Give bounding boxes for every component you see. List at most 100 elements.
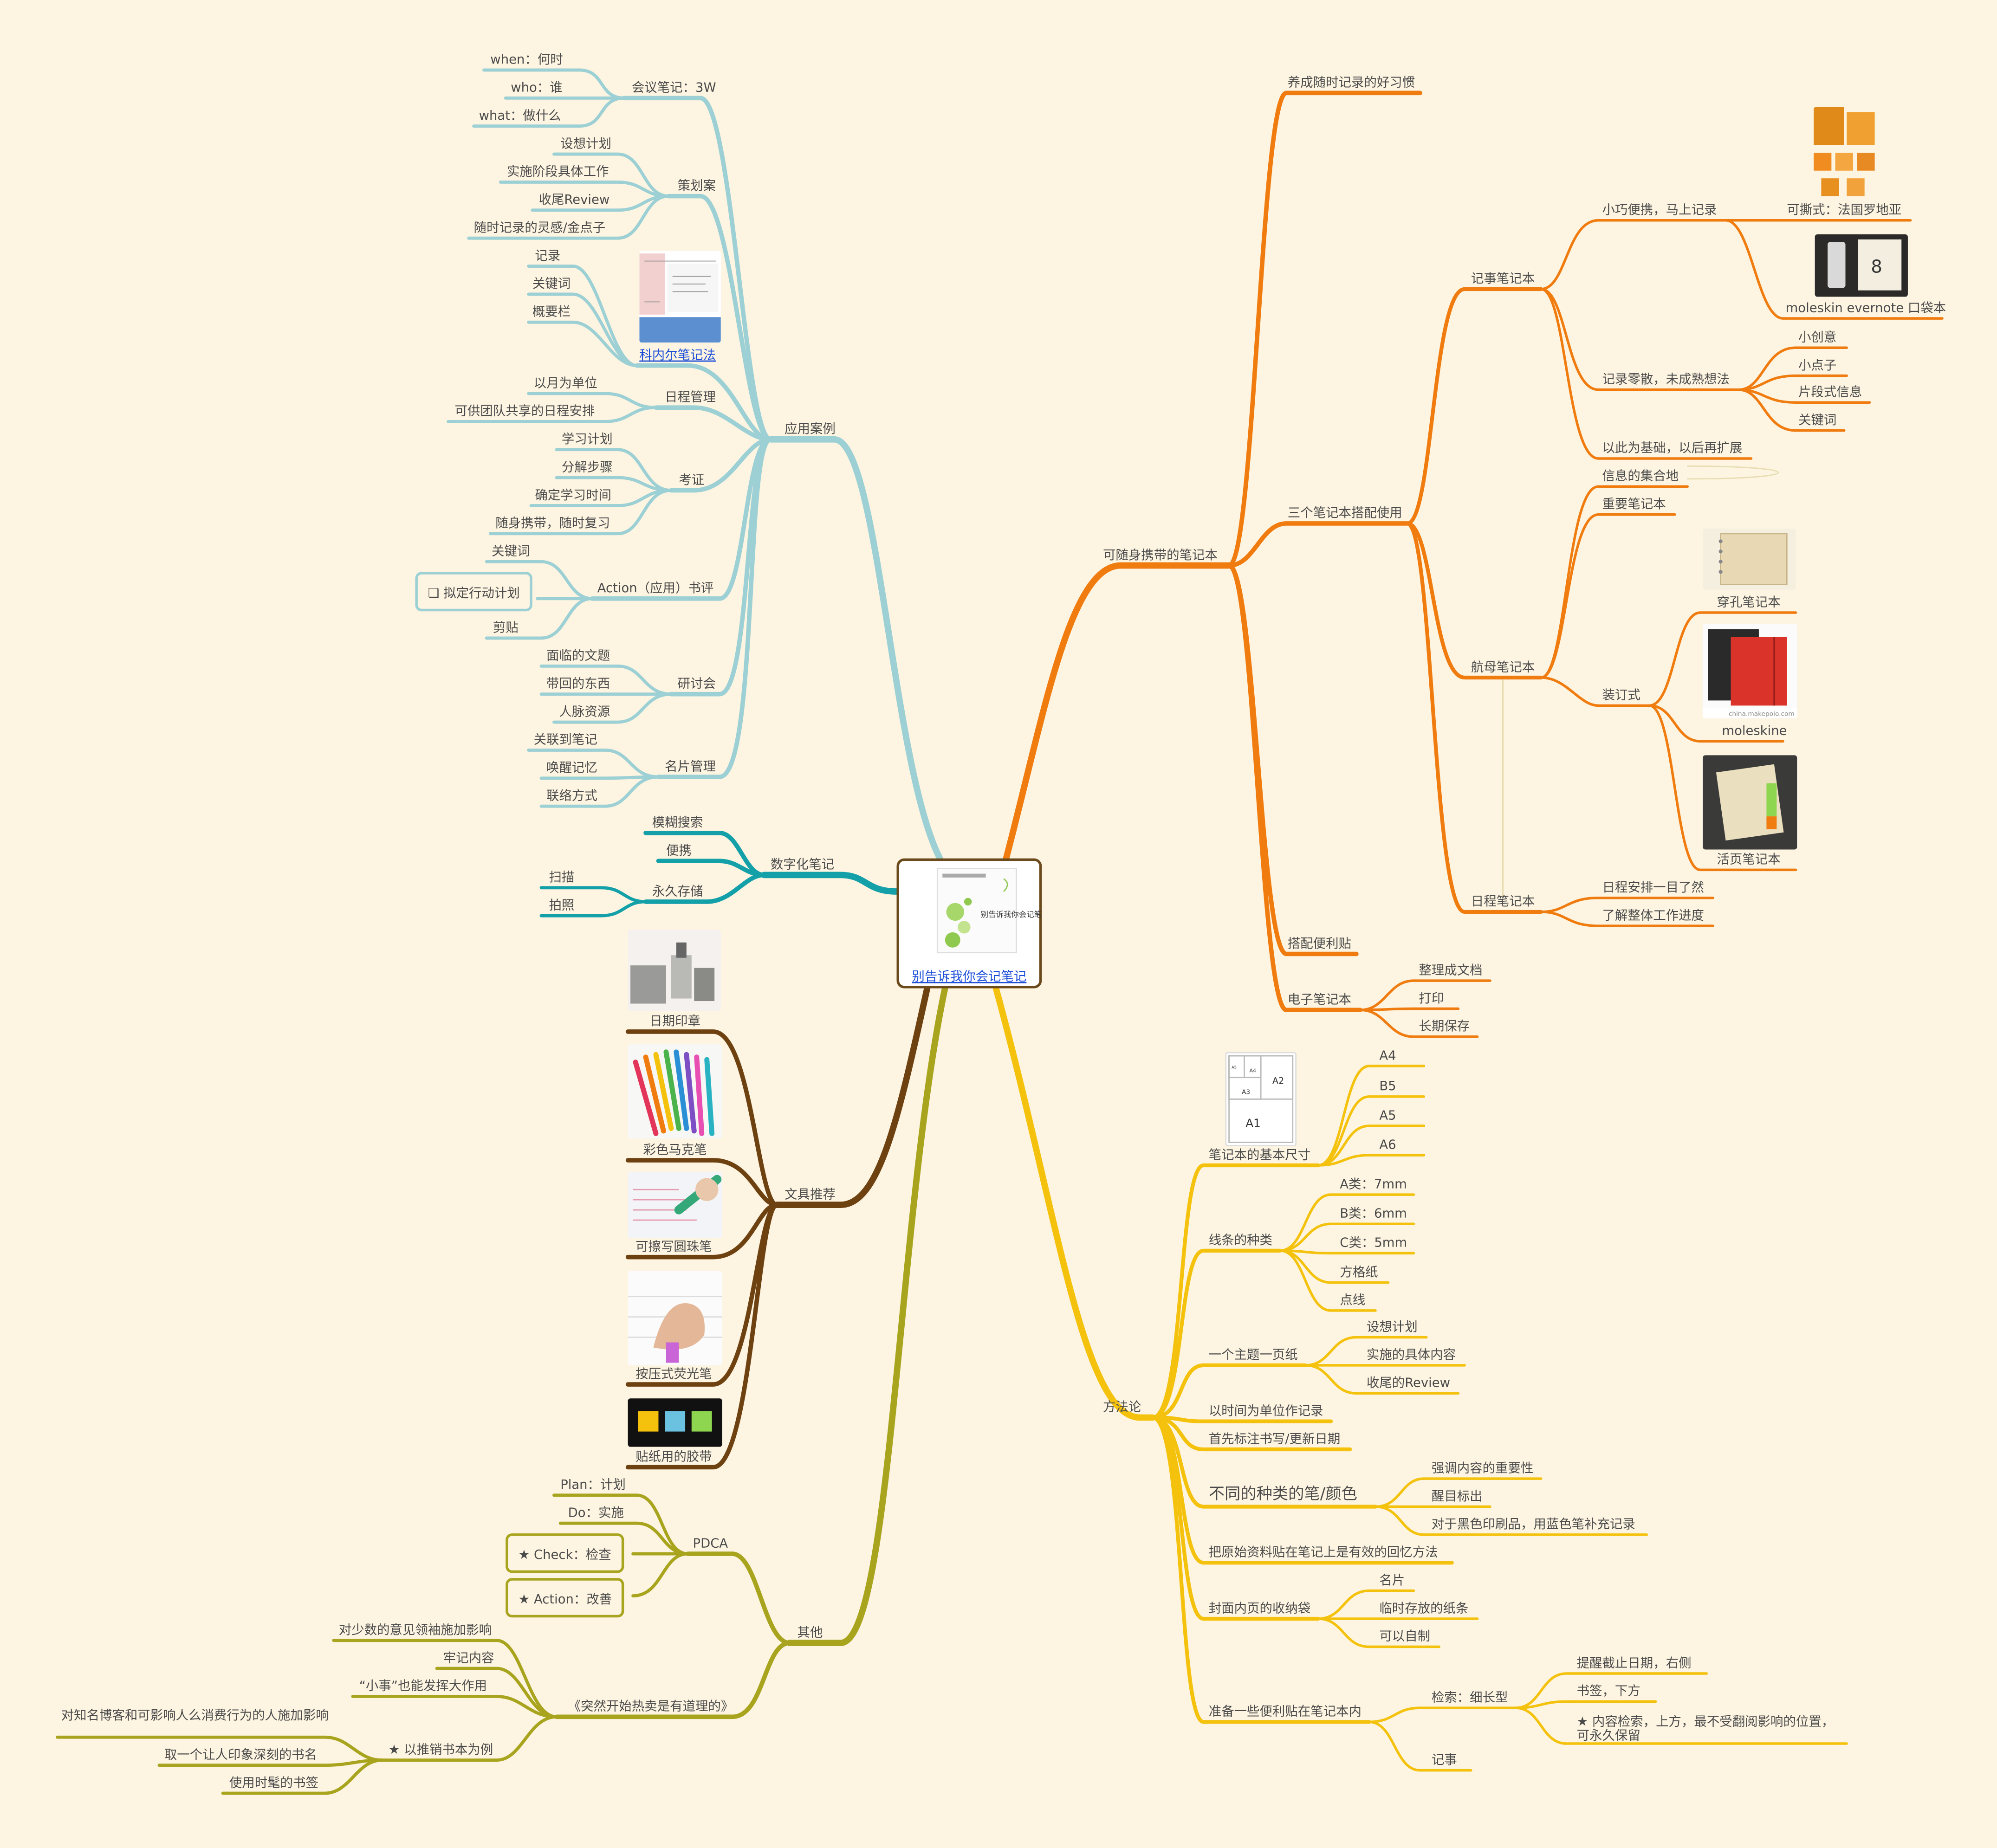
line-item: B类：6mm [1340, 1207, 1407, 1221]
pocket-item: 临时存放的纸条 [1379, 1602, 1469, 1616]
scattered-item: 关键词 [1798, 414, 1837, 428]
size-item: A4 [1379, 1049, 1396, 1064]
plan-item: 实施阶段具体工作 [506, 165, 609, 180]
topic-pdca: PDCA [693, 1537, 728, 1551]
line-item: A类：7mm [1340, 1178, 1407, 1192]
storage-item: 拍照 [549, 899, 575, 913]
plan-item: 收尾Review [538, 194, 610, 208]
schedule-notebook-item: 日程安排一目了然 [1602, 881, 1704, 896]
topic-plan: 策划案 [677, 179, 716, 194]
topic-digital-notes: 数字化笔记 [770, 858, 835, 872]
topic-notebook-size: 笔记本的基本尺寸 [1208, 1149, 1311, 1163]
stationery-item: 可擦写圆珠笔 [635, 1240, 712, 1255]
paper-a5: A5 [1232, 1065, 1237, 1069]
seminar-item: 带回的东西 [546, 677, 610, 692]
topic-other: 其他 [797, 1626, 823, 1641]
central-topic[interactable]: 别告诉我你会记笔记 别告诉我你会记笔记 [896, 858, 1042, 989]
exam-item: 确定学习时间 [535, 489, 611, 504]
carrier-item: 信息的集合地 [1602, 470, 1679, 484]
card-item: 唤醒记忆 [546, 762, 597, 776]
topic-book-review: Action（应用）书评 [597, 582, 714, 596]
sticky-memo: 记事 [1431, 1753, 1457, 1768]
size-item: B5 [1379, 1080, 1396, 1094]
pdca-item: Do：实施 [568, 1506, 624, 1521]
topic-card-management: 名片管理 [665, 760, 716, 775]
topic-page-item: 实施的具体内容 [1366, 1349, 1456, 1363]
exam-item: 分解步骤 [561, 461, 613, 475]
central-topic-link[interactable]: 别告诉我你会记笔记 [912, 970, 1027, 985]
portable-sticky: 搭配便利贴 [1287, 937, 1351, 952]
search-item: ★ 内容检索，上方，最不受翻阅影响的位置，可永久保留 [1576, 1715, 1835, 1744]
topic-one-topic-one-page: 一个主题一页纸 [1208, 1349, 1298, 1363]
image-watermark: china.makepolo.com [1728, 711, 1795, 718]
cornell-item: 记录 [535, 249, 561, 264]
review-action-plan-box[interactable]: ❏ 拟定行动计划 [415, 572, 533, 612]
exam-item: 学习计划 [561, 433, 613, 447]
topic-small-portable: 小巧便携，马上记录 [1602, 204, 1717, 218]
paper-a2: A2 [1272, 1075, 1284, 1086]
small-item: moleskin evernote 口袋本 [1785, 302, 1946, 316]
topic-pens-colors: 不同的种类的笔/颜色 [1208, 1484, 1357, 1503]
pdca-check-box[interactable]: ★ Check：检查 [506, 1533, 624, 1573]
book-item: 牢记内容 [443, 1652, 494, 1666]
topic-bound: 装订式 [1602, 689, 1640, 703]
cornell-item: 关键词 [532, 278, 571, 292]
paper-a4: A4 [1249, 1068, 1256, 1074]
stationery-item: 日期印章 [649, 1015, 700, 1029]
paper-a1: A1 [1245, 1117, 1261, 1130]
topic-line-types: 线条的种类 [1208, 1234, 1272, 1248]
digital-item: 模糊搜索 [652, 816, 703, 831]
topic-permanent-storage: 永久存储 [652, 885, 703, 899]
date-stamp-image [628, 930, 721, 1011]
highlighter-image [628, 1271, 722, 1365]
pens-item: 对于黑色印刷品，用蓝色笔补充记录 [1431, 1518, 1635, 1532]
moleskin-evernote-image: 8 [1815, 234, 1908, 297]
search-item: 书签，下方 [1576, 1685, 1640, 1699]
topic-sticky-notes: 准备一些便利贴在笔记本内 [1208, 1705, 1362, 1719]
schedule-item: 以月为单位 [533, 377, 597, 391]
exam-item: 随身携带，随时复习 [495, 517, 610, 531]
seminar-item: 面临的文题 [546, 649, 610, 664]
svg-text:8: 8 [1871, 256, 1882, 277]
topic-book-example: ★ 以推销书本为例 [388, 1743, 493, 1758]
pens-item: 强调内容的重要性 [1431, 1462, 1534, 1476]
bound-item: 穿孔笔记本 [1717, 596, 1781, 610]
topic-page-item: 收尾的Review [1366, 1376, 1451, 1391]
topic-stationery: 文具推荐 [785, 1188, 836, 1202]
card-item: 关联到笔记 [533, 733, 597, 748]
stationery-item: 贴纸用的胶带 [635, 1450, 712, 1465]
stationery-item: 彩色马克笔 [643, 1144, 707, 1158]
bound-item: moleskine [1722, 724, 1787, 739]
seminar-item: 人脉资源 [559, 705, 610, 720]
cornell-item: 概要栏 [532, 305, 571, 320]
size-item: A6 [1379, 1138, 1396, 1153]
topic-book-title: 《突然开始热卖是有道理的》 [568, 1700, 734, 1714]
meeting-item: when：何时 [490, 53, 563, 68]
meeting-item: what：做什么 [479, 110, 561, 124]
stationery-item: 按压式荧光笔 [635, 1368, 712, 1382]
pocket-item: 可以自制 [1379, 1630, 1431, 1644]
moleskine-image: china.makepolo.com [1703, 624, 1797, 718]
card-item: 联络方式 [546, 789, 597, 804]
paper-a3: A3 [1242, 1088, 1250, 1096]
topic-seminar: 研讨会 [677, 677, 716, 692]
plan-item: 设想计划 [560, 137, 611, 152]
schedule-item: 可供团队共享的日程安排 [454, 405, 595, 419]
topic-application: 应用案例 [785, 423, 836, 437]
sticky-tape-image [628, 1398, 722, 1447]
electronic-item: 整理成文档 [1419, 964, 1483, 978]
topic-three-notebooks: 三个笔记本搭配使用 [1287, 507, 1402, 521]
electronic-item: 打印 [1419, 992, 1445, 1007]
cornell-method-link[interactable]: 科内尔笔记法 [639, 349, 716, 363]
book-item: 对少数的意见领袖施加影响 [338, 1624, 492, 1638]
pocket-item: 名片 [1379, 1574, 1405, 1589]
example-item: 使用时髦的书签 [229, 1777, 318, 1791]
review-item: 剪贴 [493, 621, 519, 636]
topic-schedule-management: 日程管理 [665, 391, 716, 405]
pdca-action-box[interactable]: ★ Action：改善 [506, 1578, 625, 1618]
line-item: 点线 [1340, 1294, 1366, 1308]
memo-expand: 以此为基础，以后再扩展 [1602, 442, 1743, 456]
book-cover-image: 别告诉我你会记笔记 [936, 868, 1042, 954]
